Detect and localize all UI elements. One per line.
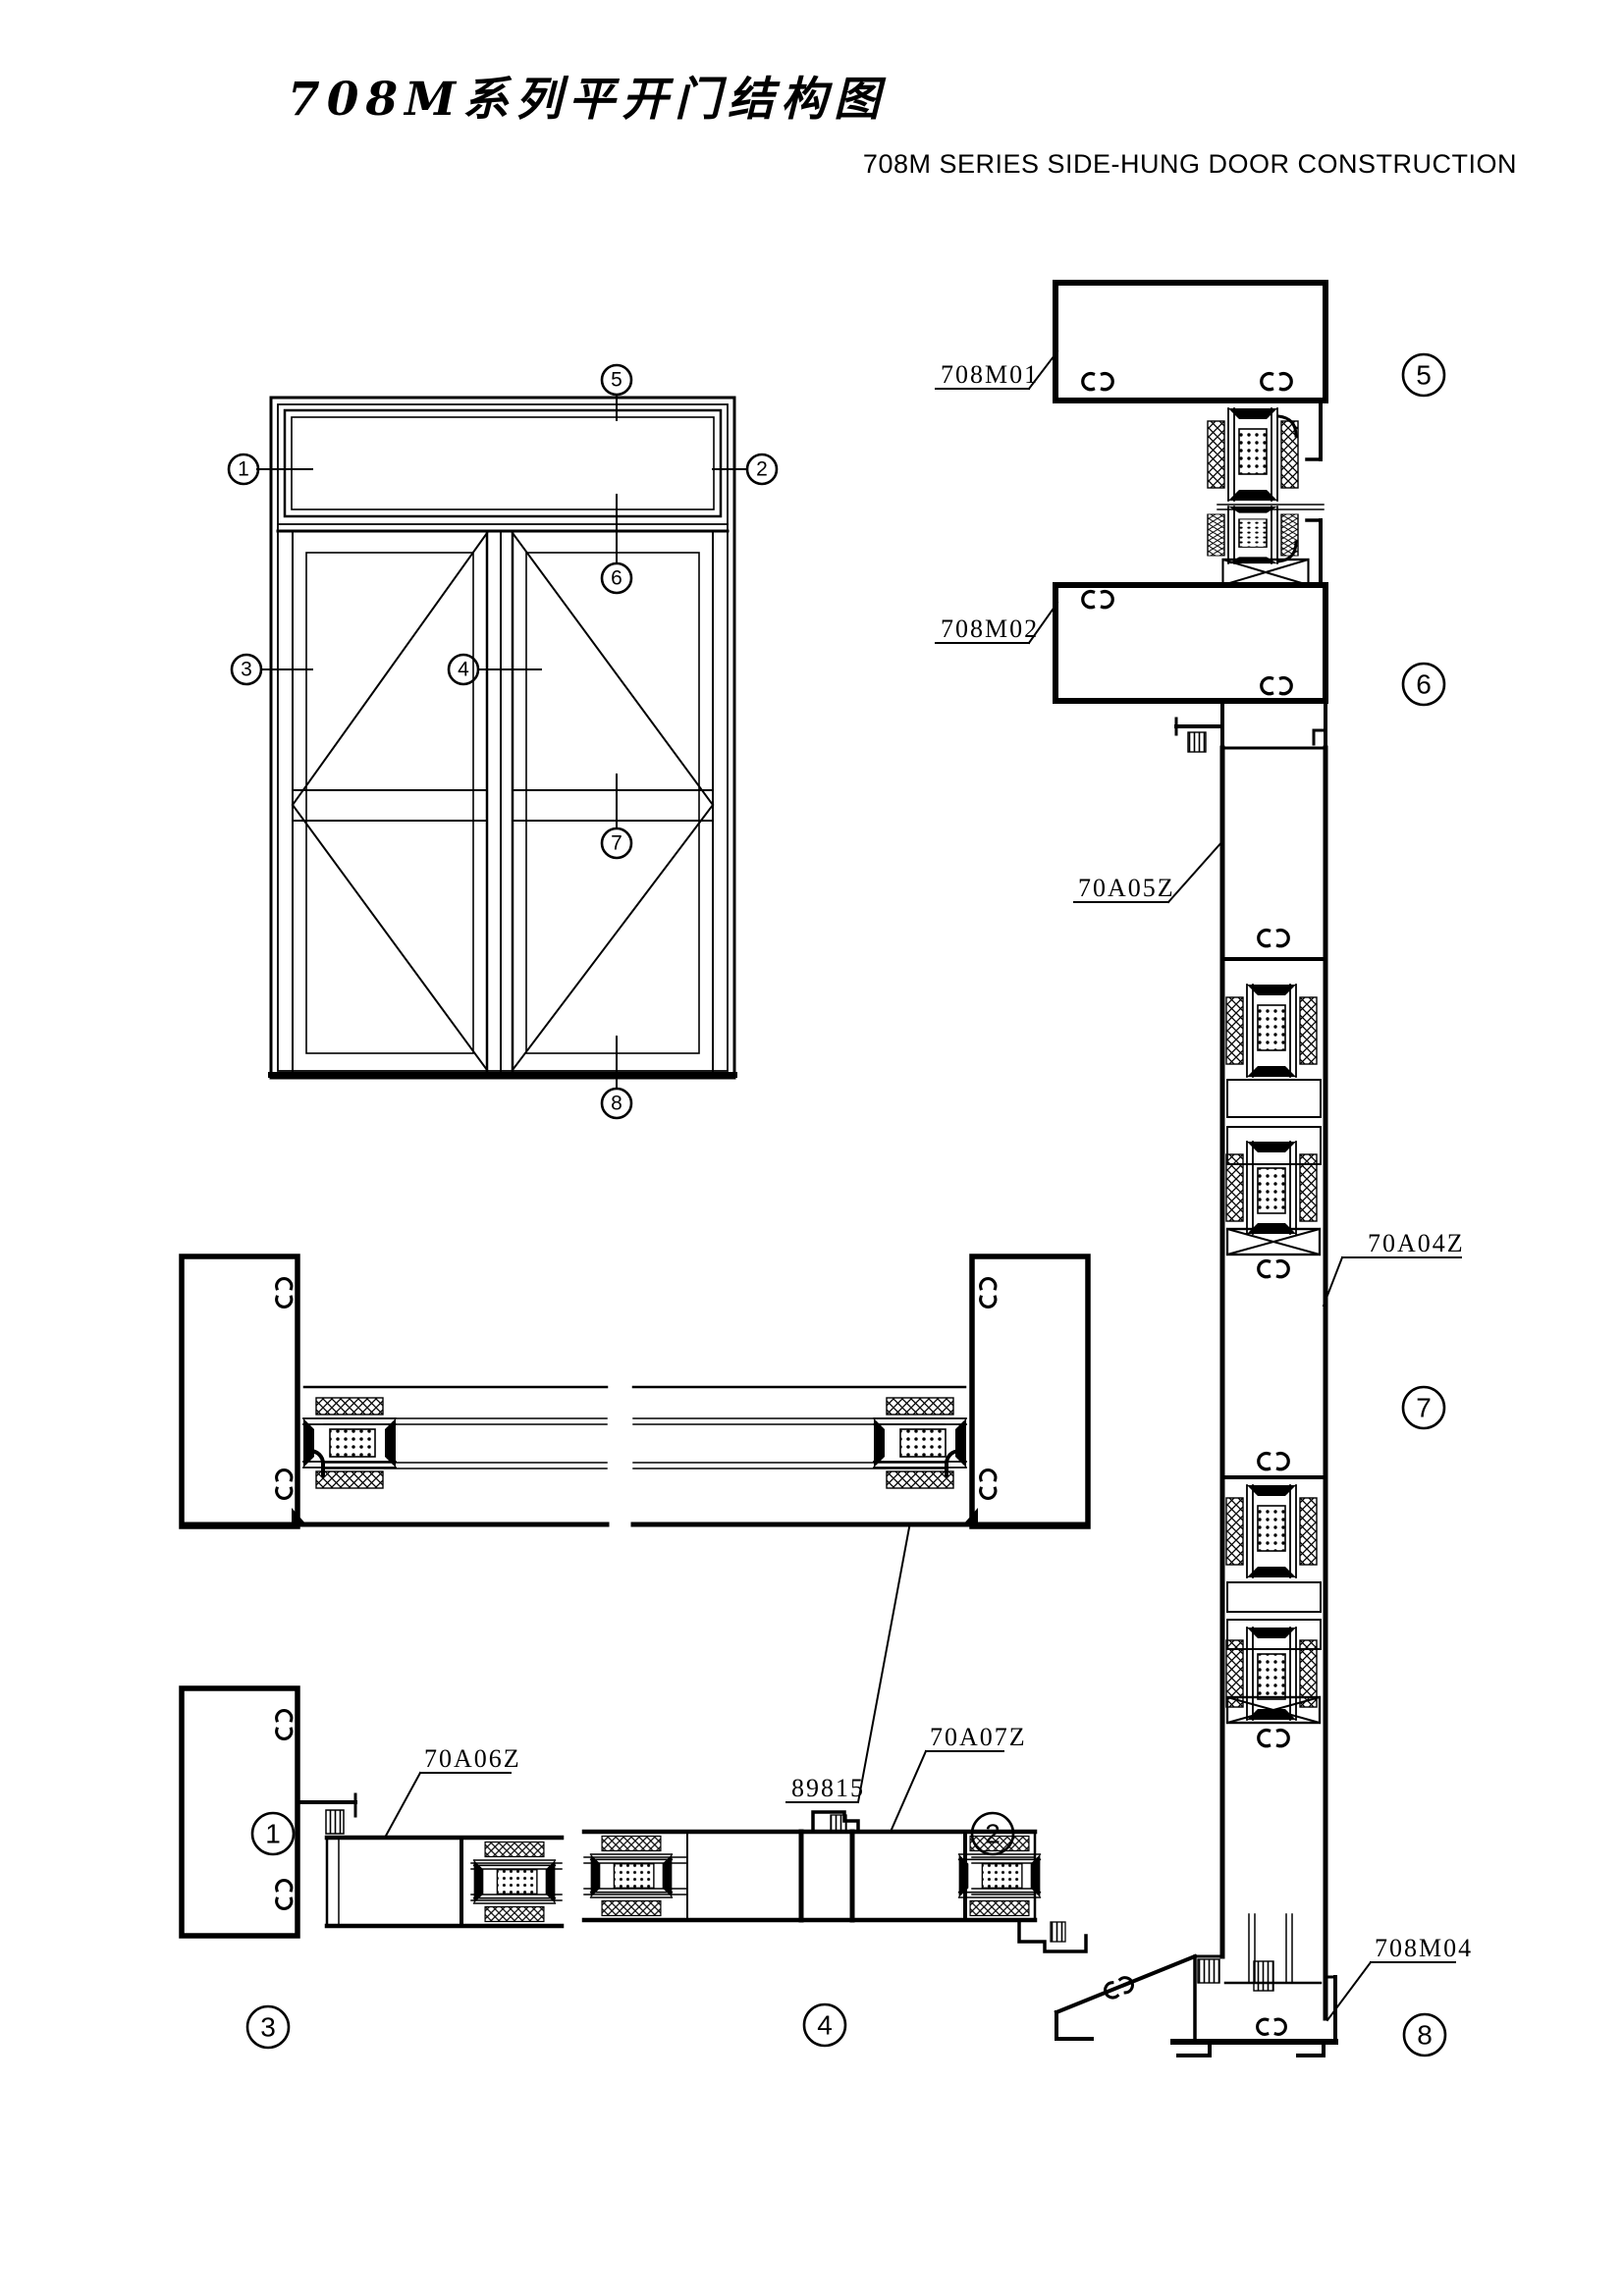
svg-text:70A05Z: 70A05Z bbox=[1078, 874, 1175, 902]
svg-text:4: 4 bbox=[458, 659, 469, 681]
svg-text:6: 6 bbox=[1416, 669, 1432, 700]
elevation-callout-2: 2 bbox=[712, 453, 779, 486]
svg-text:89815: 89815 bbox=[791, 1774, 865, 1802]
section-detail-2 bbox=[630, 1254, 1091, 1529]
part-label-89815: 89815 bbox=[785, 1525, 911, 1804]
svg-text:70A04Z: 70A04Z bbox=[1368, 1229, 1465, 1257]
part-label-70A07Z: 70A07Z bbox=[889, 1723, 1027, 1834]
transom-panel bbox=[283, 408, 723, 518]
detail-callout-7: 7 bbox=[1401, 1385, 1446, 1430]
profile-708M02 bbox=[1053, 582, 1328, 704]
svg-text:1: 1 bbox=[238, 458, 249, 481]
part-label-708M04: 708M04 bbox=[1325, 1934, 1473, 2022]
part-label-70A05Z: 70A05Z bbox=[1073, 838, 1225, 904]
svg-text:7: 7 bbox=[611, 832, 622, 855]
svg-text:5: 5 bbox=[1416, 360, 1432, 391]
drawing-title: 708M系列平开门结构图 bbox=[288, 73, 888, 127]
svg-text:708M04: 708M04 bbox=[1375, 1934, 1473, 1962]
svg-text:8: 8 bbox=[1417, 2020, 1433, 2051]
svg-text:3: 3 bbox=[241, 659, 252, 681]
svg-text:70A06Z: 70A06Z bbox=[424, 1744, 521, 1773]
svg-text:2: 2 bbox=[756, 458, 768, 481]
part-label-708M02: 708M02 bbox=[935, 601, 1059, 645]
svg-text:3: 3 bbox=[260, 2012, 276, 2043]
section-detail-3 bbox=[179, 1685, 565, 1939]
svg-text:70A07Z: 70A07Z bbox=[930, 1723, 1027, 1751]
elevation-callout-3: 3 bbox=[230, 653, 313, 686]
callout-layer: 1 2 3 4 5 6 7 8 1 2 3 4 5 6 7 8 bbox=[227, 352, 1447, 2057]
detail-callout-6: 6 bbox=[1401, 662, 1446, 707]
detail-callout-8: 8 bbox=[1402, 2012, 1447, 2057]
door-leaves bbox=[291, 529, 715, 1074]
svg-text:6: 6 bbox=[611, 567, 622, 590]
part-label-layer: 708M01 708M02 70A05Z 70A04Z 89815 70A06Z 70A07… bbox=[383, 349, 1473, 2022]
part-label-70A06Z: 70A06Z bbox=[383, 1744, 521, 1840]
detail-callout-4: 4 bbox=[802, 2002, 847, 2048]
detail-callout-2: 2 bbox=[970, 1811, 1015, 1856]
svg-text:4: 4 bbox=[817, 2010, 833, 2041]
elevation-callout-4: 4 bbox=[447, 653, 542, 686]
profile-708M01 bbox=[1053, 280, 1328, 403]
svg-text:708M02: 708M02 bbox=[941, 614, 1039, 643]
vertical-section-strip bbox=[1053, 280, 1338, 2057]
profile-708M04 bbox=[1054, 1913, 1338, 2057]
detail-callout-1: 1 bbox=[250, 1811, 296, 1856]
elevation-callout-8: 8 bbox=[600, 1036, 633, 1120]
detail-callout-3: 3 bbox=[245, 2004, 291, 2050]
elevation-callout-7: 7 bbox=[600, 774, 633, 860]
svg-text:2: 2 bbox=[985, 1819, 1001, 1849]
section-detail-4 bbox=[581, 1810, 1088, 1953]
elevation-callout-5: 5 bbox=[600, 363, 633, 421]
svg-text:5: 5 bbox=[611, 369, 622, 392]
svg-text:708M01: 708M01 bbox=[941, 360, 1039, 389]
part-label-708M01: 708M01 bbox=[935, 349, 1059, 391]
elevation-callout-1: 1 bbox=[227, 453, 313, 486]
section-detail-1 bbox=[179, 1254, 610, 1529]
part-label-70A04Z: 70A04Z bbox=[1322, 1229, 1465, 1308]
svg-text:1: 1 bbox=[265, 1819, 281, 1849]
detail-callout-5: 5 bbox=[1401, 352, 1446, 398]
drawing-subtitle: 708M SERIES SIDE-HUNG DOOR CONSTRUCTION bbox=[862, 149, 1517, 179]
svg-text:8: 8 bbox=[611, 1093, 622, 1115]
svg-text:7: 7 bbox=[1416, 1393, 1432, 1423]
front-elevation bbox=[268, 396, 737, 1080]
elevation-callout-6: 6 bbox=[600, 494, 633, 595]
